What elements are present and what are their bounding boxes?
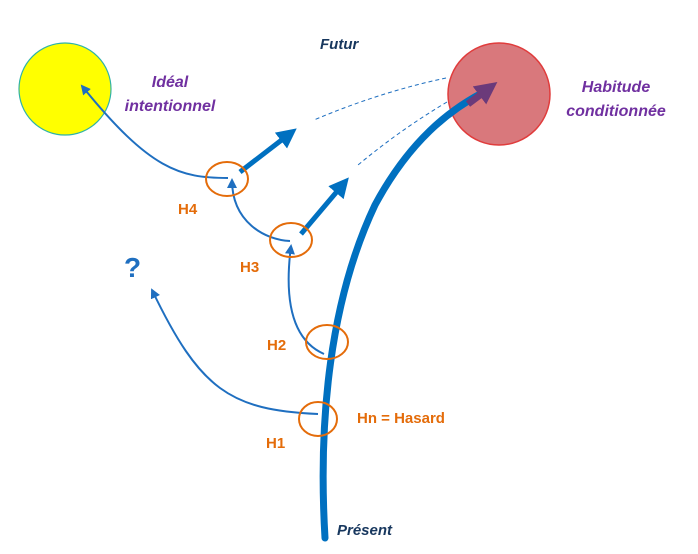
h4-node-ring [205,161,249,197]
ideal-label: Idéal intentionnel [118,71,222,119]
h3-node-ring [269,222,313,258]
habitude-circle [447,42,551,146]
present-label: Présent [337,522,393,539]
h4-branch-arrow [80,84,229,179]
futur-label: Futur [320,36,359,53]
h3-label: H3 [240,259,260,276]
main-path [319,89,486,542]
h1-label: H1 [266,435,286,452]
habitude-label-line2: conditionnée [566,103,666,120]
ideal-circle [18,42,112,136]
h4-thick-arrow [238,128,297,174]
dashed-line-lower [357,101,448,166]
h3-branch-arrow [227,178,291,242]
habitude-label-line1: Habitude [581,79,651,96]
h2-node-ring [305,324,349,360]
h2-branch-arrow [285,244,325,355]
h4-label: H4 [178,201,198,218]
hasard-label: Hn = Hasard [357,410,445,427]
ideal-label-line1: Idéal [151,74,189,91]
habitude-label: Habitude conditionnée [560,76,672,124]
h2-label: H2 [267,337,287,354]
h1-branch-arrow [150,288,319,415]
habit-arrow [465,81,498,107]
h3-thick-arrow [299,177,349,236]
question-mark: ? [124,252,142,283]
dashed-line-upper [313,77,447,121]
h1-node-ring [298,401,338,437]
ideal-label-line2: intentionnel [124,98,216,115]
